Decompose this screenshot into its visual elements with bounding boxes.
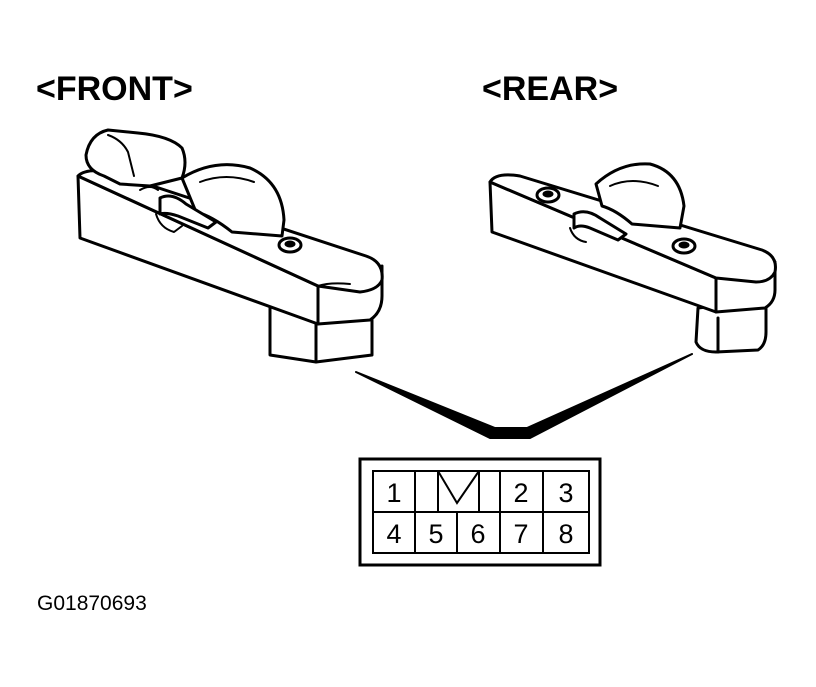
rear-switch-label: <REAR> bbox=[482, 70, 619, 108]
figure-id-code: G01870693 bbox=[37, 592, 147, 615]
pin-1-label: 1 bbox=[386, 478, 401, 508]
pin-6-label: 6 bbox=[470, 519, 485, 549]
front-switch-illustration bbox=[76, 128, 384, 364]
connector-face: 1 2 3 4 5 6 7 8 bbox=[358, 457, 602, 567]
pin-3-label: 3 bbox=[558, 478, 573, 508]
front-switch-label: <FRONT> bbox=[36, 70, 193, 108]
pin-2-label: 2 bbox=[513, 478, 528, 508]
pin-4-label: 4 bbox=[386, 519, 401, 549]
pin-5-label: 5 bbox=[428, 519, 443, 549]
pin-8-label: 8 bbox=[558, 519, 573, 549]
rear-switch-illustration bbox=[488, 162, 777, 354]
callout-leader bbox=[355, 353, 693, 439]
pin-7-label: 7 bbox=[513, 519, 528, 549]
